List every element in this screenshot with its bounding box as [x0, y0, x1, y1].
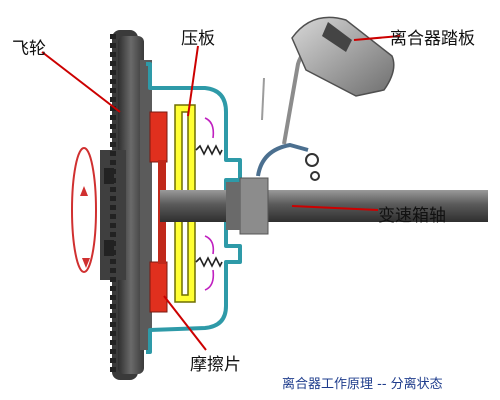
flywheel-tooth — [110, 268, 116, 273]
flywheel-tooth — [110, 241, 116, 246]
clutch-pedal-label: 离合器踏板 — [390, 29, 475, 49]
flywheel-tooth — [110, 115, 116, 120]
springs — [195, 117, 223, 291]
flywheel-tooth — [110, 187, 116, 192]
flywheel-tooth — [110, 322, 116, 327]
flywheel-tooth — [110, 70, 116, 75]
flywheel-tooth — [110, 52, 116, 57]
flywheel-label: 飞轮 — [12, 39, 46, 59]
flywheel-tooth — [110, 178, 116, 183]
flywheel-tooth — [110, 97, 116, 102]
flywheel-tooth — [110, 313, 116, 318]
leader-lines — [41, 35, 401, 351]
flywheel-tooth — [110, 79, 116, 84]
flywheel-tooth — [110, 367, 116, 372]
diagram-caption: 离合器工作原理 -- 分离状态 — [282, 377, 443, 392]
flywheel-tooth — [110, 160, 116, 165]
transmission-shaft — [160, 177, 488, 235]
flywheel-tooth — [110, 61, 116, 66]
pressure-plate-label: 压板 — [181, 29, 215, 49]
flywheel-tooth — [110, 304, 116, 309]
flywheel-tooth — [110, 124, 116, 129]
flywheel-tooth — [110, 88, 116, 93]
flywheel-tooth — [110, 295, 116, 300]
flywheel-tooth — [110, 205, 116, 210]
flywheel-tooth — [110, 349, 116, 354]
circular-arrow-icon — [71, 147, 97, 273]
clutch-pedal — [291, 16, 395, 97]
flywheel-tooth — [110, 250, 116, 255]
flywheel-tooth — [110, 286, 116, 291]
flywheel-tooth — [110, 331, 116, 336]
flywheel-tooth — [110, 169, 116, 174]
flywheel-tooth — [110, 259, 116, 264]
flywheel-tooth — [110, 358, 116, 363]
pressure-plate — [174, 104, 196, 303]
flywheel-tooth — [110, 106, 116, 111]
flywheel-tooth — [110, 277, 116, 282]
flywheel-tooth — [110, 151, 116, 156]
flywheel-tooth — [110, 142, 116, 147]
flywheel-tooth — [110, 133, 116, 138]
flywheel-tooth — [110, 43, 116, 48]
flywheel-tooth — [110, 232, 116, 237]
flywheel-tooth — [110, 196, 116, 201]
flywheel-tooth — [110, 223, 116, 228]
flywheel-tooth — [110, 340, 116, 345]
flywheel-tooth — [110, 34, 116, 39]
transmission-shaft-label: 变速箱轴 — [378, 206, 446, 226]
flywheel — [100, 30, 152, 380]
friction-plate-label: 摩擦片 — [190, 355, 241, 375]
flywheel-tooth — [110, 214, 116, 219]
